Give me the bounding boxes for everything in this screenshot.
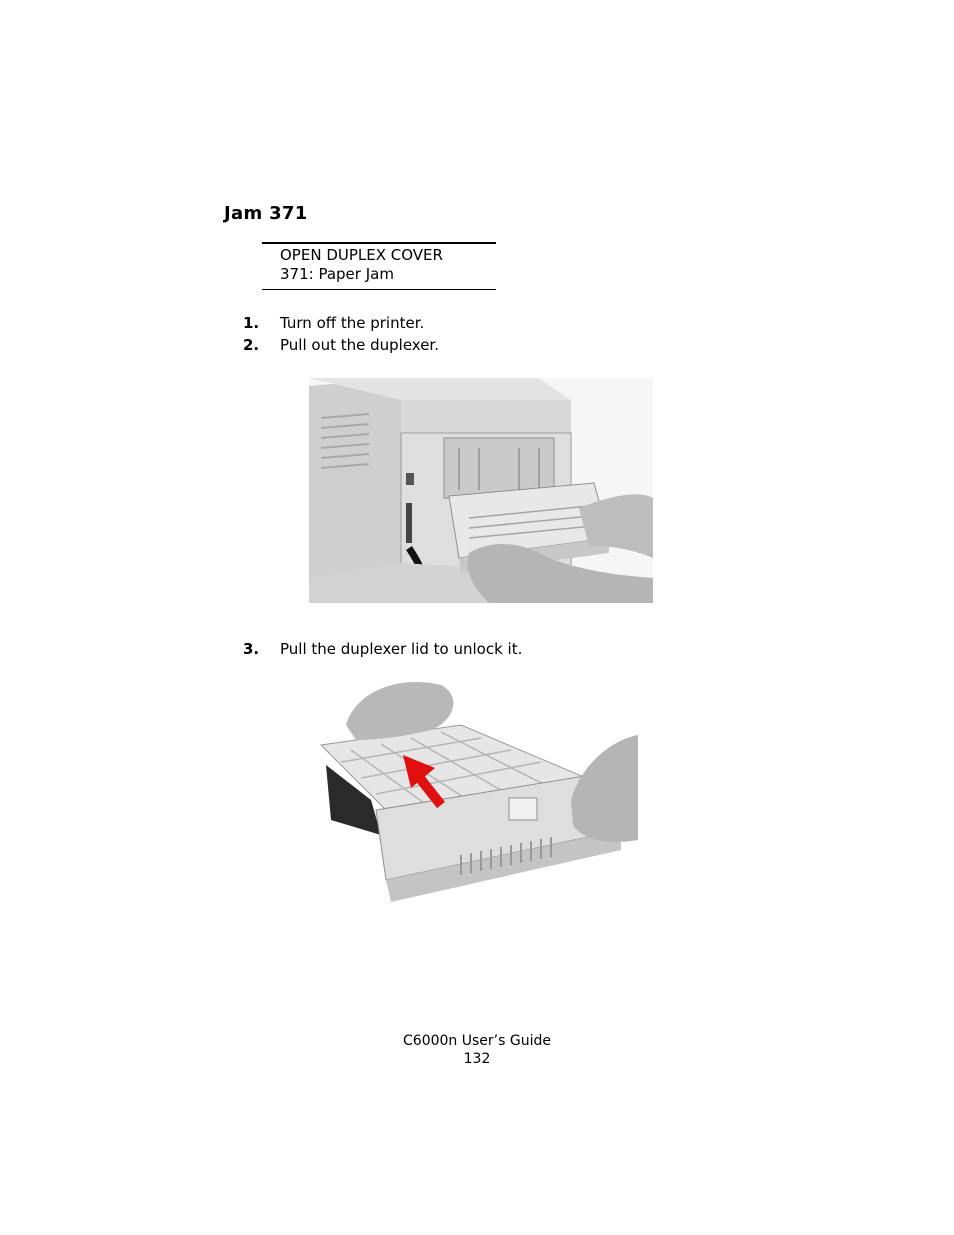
- printer-duplexer-photo: [309, 378, 653, 603]
- pull-direction-arrow-icon: [403, 755, 445, 809]
- duplexer-lid-photo: [311, 680, 638, 904]
- panel-message-box: OPEN DUPLEX COVER 371: Paper Jam: [262, 242, 496, 290]
- step-3-text: Pull the duplexer lid to unlock it.: [280, 640, 523, 658]
- step-2: 2. Pull out the duplexer.: [243, 335, 439, 355]
- panel-message-line-2: 371: Paper Jam: [280, 265, 394, 283]
- step-3-number: 3.: [243, 640, 260, 658]
- step-1-number: 1.: [243, 314, 260, 332]
- step-3: 3. Pull the duplexer lid to unlock it.: [243, 639, 522, 659]
- step-1-text: Turn off the printer.: [280, 314, 425, 332]
- footer-guide-title: C6000n User’s Guide: [403, 1033, 551, 1049]
- panel-message-line-1: OPEN DUPLEX COVER: [280, 246, 443, 264]
- step-1: 1. Turn off the printer.: [243, 313, 424, 333]
- footer-page-number: 132: [463, 1051, 491, 1067]
- section-title: Jam 371: [224, 203, 308, 224]
- step-2-number: 2.: [243, 336, 260, 354]
- step-2-text: Pull out the duplexer.: [280, 336, 439, 354]
